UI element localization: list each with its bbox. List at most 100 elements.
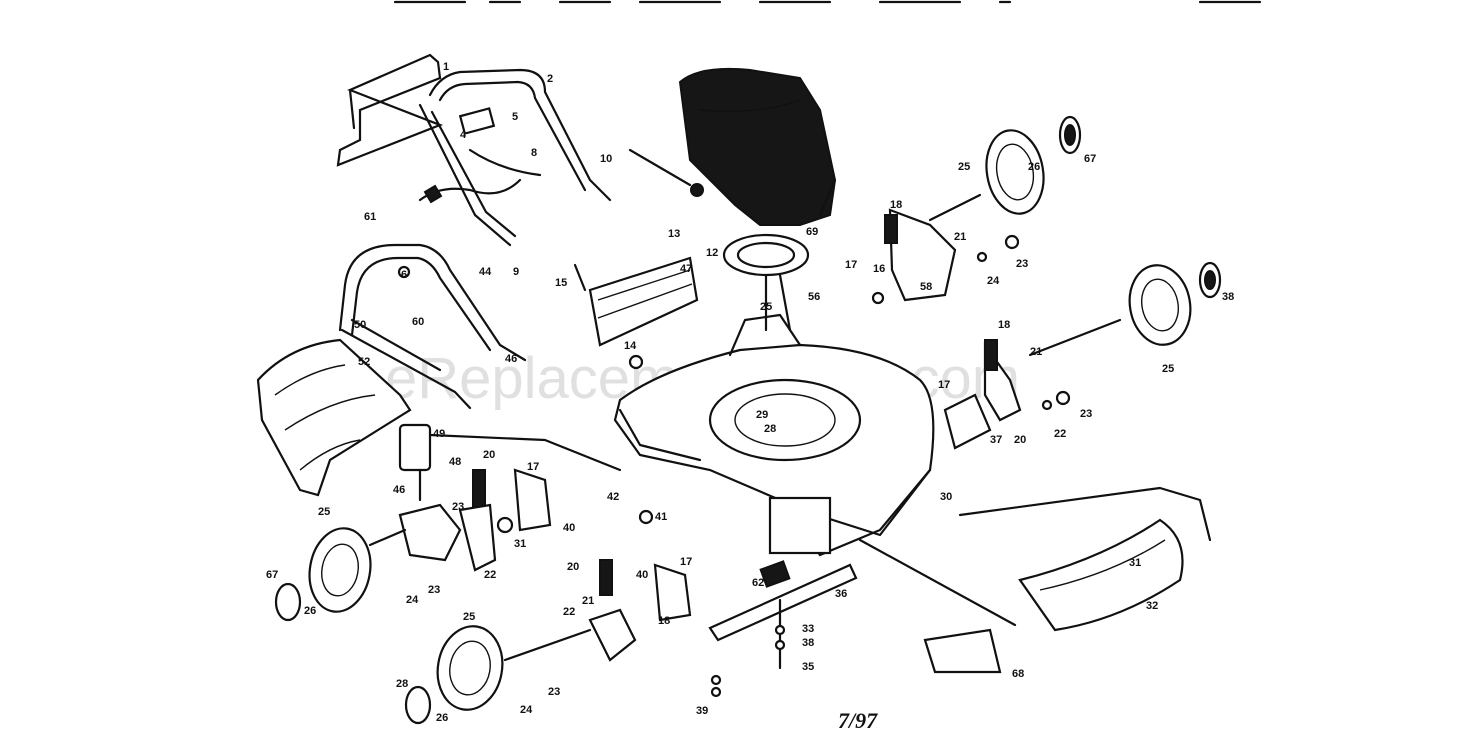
- lower-handle: [338, 243, 527, 410]
- part-label: 9: [513, 266, 519, 278]
- part-label: 20: [1014, 434, 1026, 446]
- grass-bag: [256, 338, 412, 497]
- part-label: 13: [668, 228, 680, 240]
- part-label: 26: [436, 712, 448, 724]
- part-label: 20: [567, 561, 579, 573]
- part-label: 40: [636, 569, 648, 581]
- part-label: 15: [555, 277, 567, 289]
- control-cable: [418, 148, 542, 204]
- part-label: 58: [920, 281, 932, 293]
- part-label: 14: [624, 340, 637, 352]
- part-label: 60: [412, 316, 424, 328]
- part-label: 52: [358, 356, 370, 368]
- part-label: 31: [514, 538, 526, 550]
- part-label: 50: [354, 319, 366, 331]
- part-label: 17: [938, 379, 950, 391]
- part-label: 28: [764, 423, 776, 435]
- part-label: 23: [1080, 408, 1092, 420]
- part-label: 35: [802, 661, 814, 673]
- part-label: 22: [563, 606, 575, 618]
- part-labels: 1 2 5 4 8 10 9 12 13 69 47 15 14 17 16 5…: [266, 61, 1234, 724]
- part-label: 22: [484, 569, 496, 581]
- footer-code: 7/97: [838, 708, 878, 733]
- part-label: 39: [696, 705, 708, 717]
- part-label: 10: [600, 153, 612, 165]
- rear-left-wheel: [404, 559, 637, 725]
- part-label: 23: [548, 686, 560, 698]
- rear-right-adjuster: [943, 318, 1122, 450]
- part-label: 40: [563, 522, 575, 534]
- part-label: 17: [527, 461, 539, 473]
- part-label: 42: [607, 491, 619, 503]
- part-label: 69: [806, 226, 818, 238]
- part-label: 23: [428, 584, 440, 596]
- part-label: 41: [655, 511, 667, 523]
- part-label: 2: [547, 73, 553, 85]
- part-label: 68: [1012, 668, 1024, 680]
- left-height-adjuster: [458, 468, 692, 622]
- part-label: 18: [658, 615, 670, 627]
- part-label: 26: [1028, 161, 1040, 173]
- mower-deck: [613, 313, 935, 557]
- part-label: 29: [756, 409, 768, 421]
- part-label: 6: [401, 269, 407, 281]
- rear-hinge: [398, 423, 622, 502]
- part-label: 46: [393, 484, 405, 496]
- part-label: 17: [845, 259, 857, 271]
- gasket: [722, 233, 810, 332]
- part-label: 12: [706, 247, 718, 259]
- part-label: 49: [433, 428, 445, 440]
- bag-cover: [336, 53, 444, 167]
- part-label: 26: [304, 605, 316, 617]
- part-label: 30: [940, 491, 952, 503]
- part-label: 8: [531, 147, 537, 159]
- part-label: 61: [364, 211, 376, 223]
- part-label: 20: [483, 449, 495, 461]
- part-label: 22: [1054, 428, 1066, 440]
- part-label: 37: [990, 434, 1002, 446]
- right-height-adjuster: [884, 193, 982, 302]
- part-label: 16: [873, 263, 885, 275]
- front-left-wheel: [274, 503, 462, 622]
- part-label: 25: [1162, 363, 1174, 375]
- part-label: 21: [954, 231, 966, 243]
- part-label: 67: [1084, 153, 1096, 165]
- part-label: 56: [808, 291, 820, 303]
- part-label: 5: [512, 111, 518, 123]
- part-label: 47: [680, 263, 692, 275]
- front-right-wheel: [985, 115, 1082, 215]
- part-label: 31: [1129, 557, 1141, 569]
- part-label: 1: [443, 61, 449, 73]
- part-label: 21: [582, 595, 594, 607]
- part-label: 44: [479, 266, 492, 278]
- part-label: 25: [760, 301, 772, 313]
- upper-handle: [418, 68, 612, 247]
- part-label: 25: [958, 161, 970, 173]
- part-label: 46: [505, 353, 517, 365]
- rear-right-wheel: [1128, 261, 1222, 346]
- part-label: 33: [802, 623, 814, 635]
- part-label: 23: [452, 501, 464, 513]
- part-label: 21: [1030, 346, 1042, 358]
- part-label: 62: [752, 577, 764, 589]
- part-label: 18: [890, 199, 902, 211]
- part-label: 38: [1222, 291, 1234, 303]
- part-label: 17: [680, 556, 692, 568]
- side-chute: [858, 486, 1212, 674]
- part-label: 24: [987, 275, 1000, 287]
- blade: [708, 560, 858, 670]
- part-label: 32: [1146, 600, 1158, 612]
- part-label: 48: [449, 456, 461, 468]
- part-label: 38: [802, 637, 814, 649]
- part-label: 25: [318, 506, 330, 518]
- part-label: 4: [460, 129, 467, 141]
- part-label: 36: [835, 588, 847, 600]
- part-label: 24: [520, 704, 533, 716]
- part-label: 23: [1016, 258, 1028, 270]
- part-label: 28: [396, 678, 408, 690]
- part-label: 18: [998, 319, 1010, 331]
- engine: [628, 67, 837, 226]
- part-label: 25: [463, 611, 475, 623]
- rear-deflector: [573, 256, 699, 347]
